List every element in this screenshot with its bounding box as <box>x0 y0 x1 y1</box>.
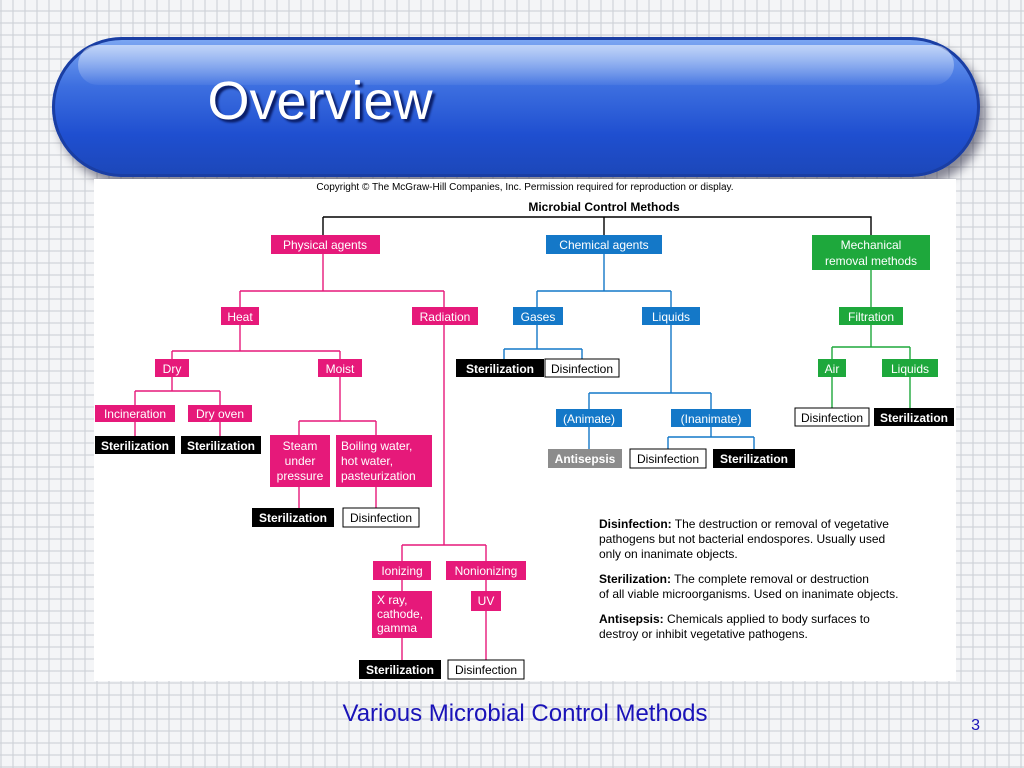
node-boiling-water <box>336 435 432 487</box>
node-mechanical-label-2: removal methods <box>825 254 917 268</box>
outcome-disinfection-air <box>794 407 870 427</box>
outcome-sterilization-dry-oven <box>181 436 261 454</box>
node-liquids-label: Liquids <box>652 310 690 324</box>
legend-sterilization-line2: of all viable microorganisms. Used on in… <box>599 587 898 601</box>
outcome-sterilization-gases-label: Sterilization <box>466 362 534 376</box>
node-radiation-label: Radiation <box>420 310 471 324</box>
node-steam-label-1: Steam <box>283 439 318 453</box>
node-air <box>818 359 846 377</box>
node-uv <box>471 591 501 611</box>
node-mechanical-removal <box>812 235 930 270</box>
copyright-notice: Copyright © The McGraw-Hill Companies, I… <box>316 182 733 193</box>
outcome-disinfection-uv-label: Disinfection <box>455 663 517 677</box>
chemical-connectors <box>503 254 755 449</box>
node-xray <box>372 591 432 638</box>
legend-disinfection-line2: pathogens but not bacterial endospores. … <box>599 532 885 546</box>
slide-caption: Various Microbial Control Methods <box>342 700 708 727</box>
node-boiling-label-2: hot water, <box>341 454 393 468</box>
node-heat-label: Heat <box>227 310 253 324</box>
node-xray-label-3: gamma <box>377 621 417 635</box>
node-nonionizing-label: Nonionizing <box>455 564 518 578</box>
page-number: 3 <box>971 717 980 734</box>
node-physical-agents <box>271 235 380 254</box>
node-heat <box>221 307 259 325</box>
node-moist-label: Moist <box>326 362 355 376</box>
node-gases-label: Gases <box>521 310 556 324</box>
node-animate <box>556 409 622 427</box>
node-dry-label: Dry <box>163 362 182 376</box>
node-dry <box>155 359 189 377</box>
slide-title: Overview <box>207 71 433 131</box>
node-steam-label-2: under <box>285 454 316 468</box>
node-filtration-label: Filtration <box>848 310 894 324</box>
title-banner <box>52 37 980 177</box>
outcome-disinfection-uv <box>447 659 525 680</box>
node-air-label: Air <box>825 362 840 376</box>
outcome-sterilization-dry-oven-label: Sterilization <box>187 439 255 453</box>
banner-gloss <box>78 45 954 85</box>
node-ionizing-label: Ionizing <box>381 564 422 578</box>
node-filtration <box>839 307 903 325</box>
mechanical-connectors <box>831 270 911 408</box>
legend-antisepsis-line2: destroy or inhibit vegetative pathogens. <box>599 627 808 641</box>
legend-disinfection-line3: only on inanimate objects. <box>599 547 738 561</box>
node-inanimate <box>671 409 751 427</box>
node-liquids-filter-label: Liquids <box>891 362 929 376</box>
outcome-sterilization-liquids <box>874 408 954 426</box>
outcome-disinfection-inanimate <box>629 448 707 469</box>
node-dry-oven <box>188 405 252 422</box>
legend-sterilization-line1: Sterilization: The complete removal or d… <box>599 572 869 586</box>
node-xray-label-1: X ray, <box>377 593 407 607</box>
outcome-disinfection-boiling <box>342 507 420 528</box>
node-uv-label: UV <box>478 594 495 608</box>
outcome-sterilization-steam-label: Sterilization <box>259 511 327 525</box>
outcome-sterilization-liquids-label: Sterilization <box>880 411 948 425</box>
node-moist <box>318 359 362 377</box>
node-mechanical-label-1: Mechanical <box>841 238 902 252</box>
node-incineration <box>95 405 175 422</box>
outcome-sterilization-steam <box>252 508 334 527</box>
outcome-antisepsis <box>548 449 622 468</box>
outcome-sterilization-ionizing <box>359 660 441 679</box>
node-steam-under-pressure <box>270 435 330 487</box>
outcome-sterilization-incineration <box>95 436 175 454</box>
node-gases <box>513 307 563 325</box>
node-boiling-label-1: Boiling water, <box>341 439 412 453</box>
outcome-disinfection-inanimate-label: Disinfection <box>637 452 699 466</box>
outcome-disinfection-air-label: Disinfection <box>801 411 863 425</box>
physical-connectors <box>134 254 487 660</box>
outcome-sterilization-inanimate <box>713 449 795 468</box>
outcome-sterilization-gases <box>456 359 544 377</box>
root-connector <box>322 216 872 235</box>
legend-disinfection-line1: Disinfection: The destruction or removal… <box>599 517 889 531</box>
node-physical-agents-label: Physical agents <box>283 238 367 252</box>
node-xray-label-2: cathode, <box>377 607 423 621</box>
outcome-sterilization-inanimate-label: Sterilization <box>720 452 788 466</box>
node-incineration-label: Incineration <box>104 407 166 421</box>
node-boiling-label-3: pasteurization <box>341 469 416 483</box>
node-radiation <box>412 307 478 325</box>
outcome-sterilization-ionizing-label: Sterilization <box>366 663 434 677</box>
node-chemical-agents-label: Chemical agents <box>559 238 648 252</box>
node-liquids <box>642 307 700 325</box>
node-ionizing <box>373 561 431 580</box>
microbial-control-diagram: Copyright © The McGraw-Hill Companies, I… <box>95 182 954 680</box>
diagram-panel: Copyright © The McGraw-Hill Companies, I… <box>94 179 956 681</box>
node-dry-oven-label: Dry oven <box>196 407 244 421</box>
node-nonionizing <box>446 561 526 580</box>
outcome-sterilization-incineration-label: Sterilization <box>101 439 169 453</box>
diagram-heading: Microbial Control Methods <box>528 200 680 214</box>
node-steam-label-3: pressure <box>277 469 324 483</box>
node-chemical-agents <box>546 235 662 254</box>
legend-antisepsis-line1: Antisepsis: Chemicals applied to body su… <box>599 612 870 626</box>
node-inanimate-label: (Inanimate) <box>681 412 742 426</box>
outcome-disinfection-gases <box>544 358 620 378</box>
node-animate-label: (Animate) <box>563 412 615 426</box>
node-liquids-filter <box>882 359 938 377</box>
outcome-disinfection-gases-label: Disinfection <box>551 362 613 376</box>
outcome-disinfection-boiling-label: Disinfection <box>350 511 412 525</box>
outcome-antisepsis-label: Antisepsis <box>555 452 616 466</box>
